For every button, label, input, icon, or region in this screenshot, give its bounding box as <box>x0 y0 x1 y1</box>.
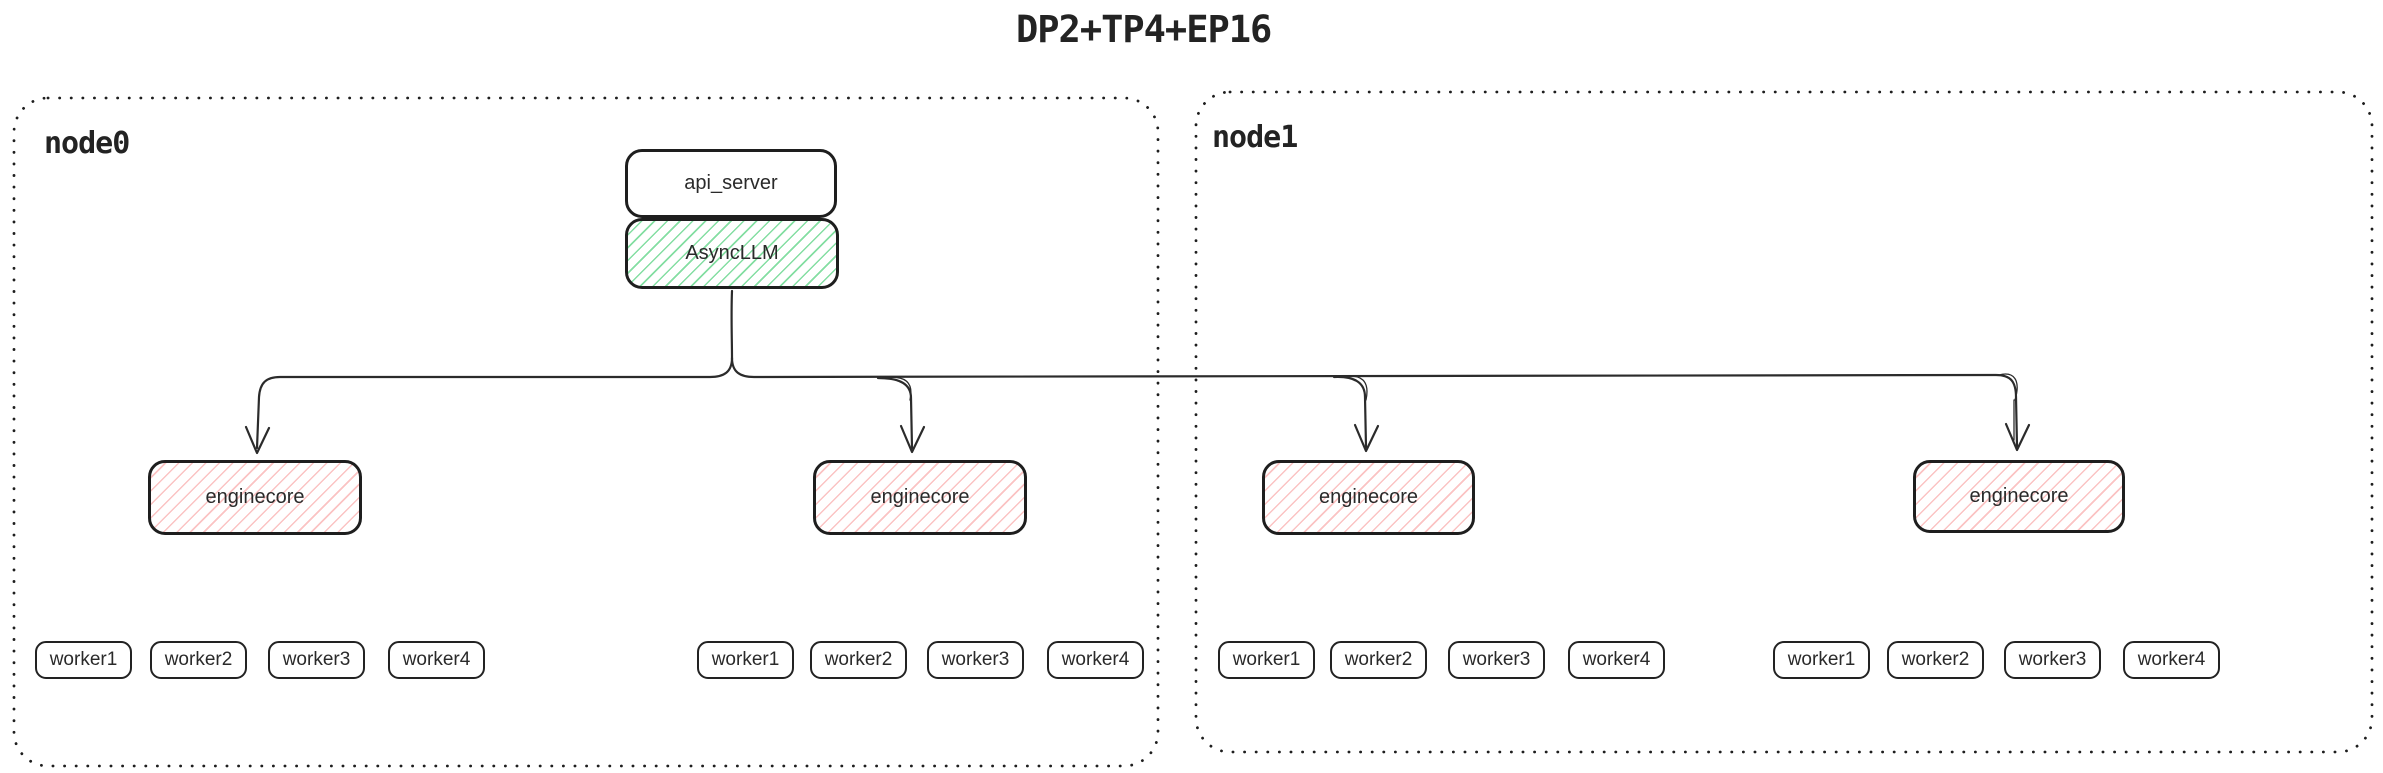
worker-box-n1g1-3: worker3 <box>1448 641 1545 679</box>
asyncllm-box: AsyncLLM <box>625 218 839 289</box>
worker-box-n0g2-2: worker2 <box>810 641 907 679</box>
worker-box-n0g2-4: worker4 <box>1047 641 1144 679</box>
worker-label: worker4 <box>402 649 471 670</box>
enginecore-box-node1-2: enginecore <box>1913 460 2125 533</box>
worker-label: worker1 <box>49 649 118 670</box>
worker-label: worker1 <box>711 649 780 670</box>
worker-label: worker4 <box>1061 649 1130 670</box>
diagram-title: DP2+TP4+EP16 <box>1016 8 1272 51</box>
enginecore-label: enginecore <box>1319 486 1418 508</box>
worker-label: worker4 <box>2137 649 2206 670</box>
worker-label: worker1 <box>1232 649 1301 670</box>
worker-box-n1g2-2: worker2 <box>1887 641 1984 679</box>
node0-label: node0 <box>44 126 130 161</box>
worker-box-n0g2-3: worker3 <box>927 641 1024 679</box>
worker-box-n0g1-2: worker2 <box>150 641 247 679</box>
api-server-box: api_server <box>625 149 837 218</box>
enginecore-label: enginecore <box>205 486 305 508</box>
worker-label: worker4 <box>1582 649 1651 670</box>
worker-box-n1g1-4: worker4 <box>1568 641 1665 679</box>
worker-box-n0g2-1: worker1 <box>697 641 794 679</box>
node1-label: node1 <box>1212 120 1298 155</box>
worker-box-n1g2-1: worker1 <box>1773 641 1870 679</box>
enginecore-label: enginecore <box>870 486 970 508</box>
enginecore-box-node0-2: enginecore <box>813 460 1027 535</box>
worker-label: worker3 <box>282 649 351 670</box>
worker-label: worker2 <box>1901 649 1970 670</box>
worker-box-n1g2-3: worker3 <box>2004 641 2101 679</box>
api-server-label: api_server <box>684 172 778 194</box>
worker-box-n1g1-2: worker2 <box>1330 641 1427 679</box>
worker-label: worker2 <box>164 649 233 670</box>
enginecore-box-node1-1: enginecore <box>1262 460 1475 535</box>
worker-label: worker2 <box>824 649 893 670</box>
worker-box-n0g1-3: worker3 <box>268 641 365 679</box>
worker-label: worker1 <box>1787 649 1856 670</box>
worker-label: worker3 <box>1462 649 1531 670</box>
worker-box-n1g1-1: worker1 <box>1218 641 1315 679</box>
worker-box-n0g1-1: worker1 <box>35 641 132 679</box>
worker-box-n0g1-4: worker4 <box>388 641 485 679</box>
enginecore-box-node0-1: enginecore <box>148 460 362 535</box>
enginecore-label: enginecore <box>1969 485 2069 507</box>
asyncllm-label: AsyncLLM <box>685 242 779 264</box>
worker-label: worker2 <box>1344 649 1413 670</box>
worker-label: worker3 <box>941 649 1010 670</box>
worker-box-n1g2-4: worker4 <box>2123 641 2220 679</box>
worker-label: worker3 <box>2018 649 2087 670</box>
